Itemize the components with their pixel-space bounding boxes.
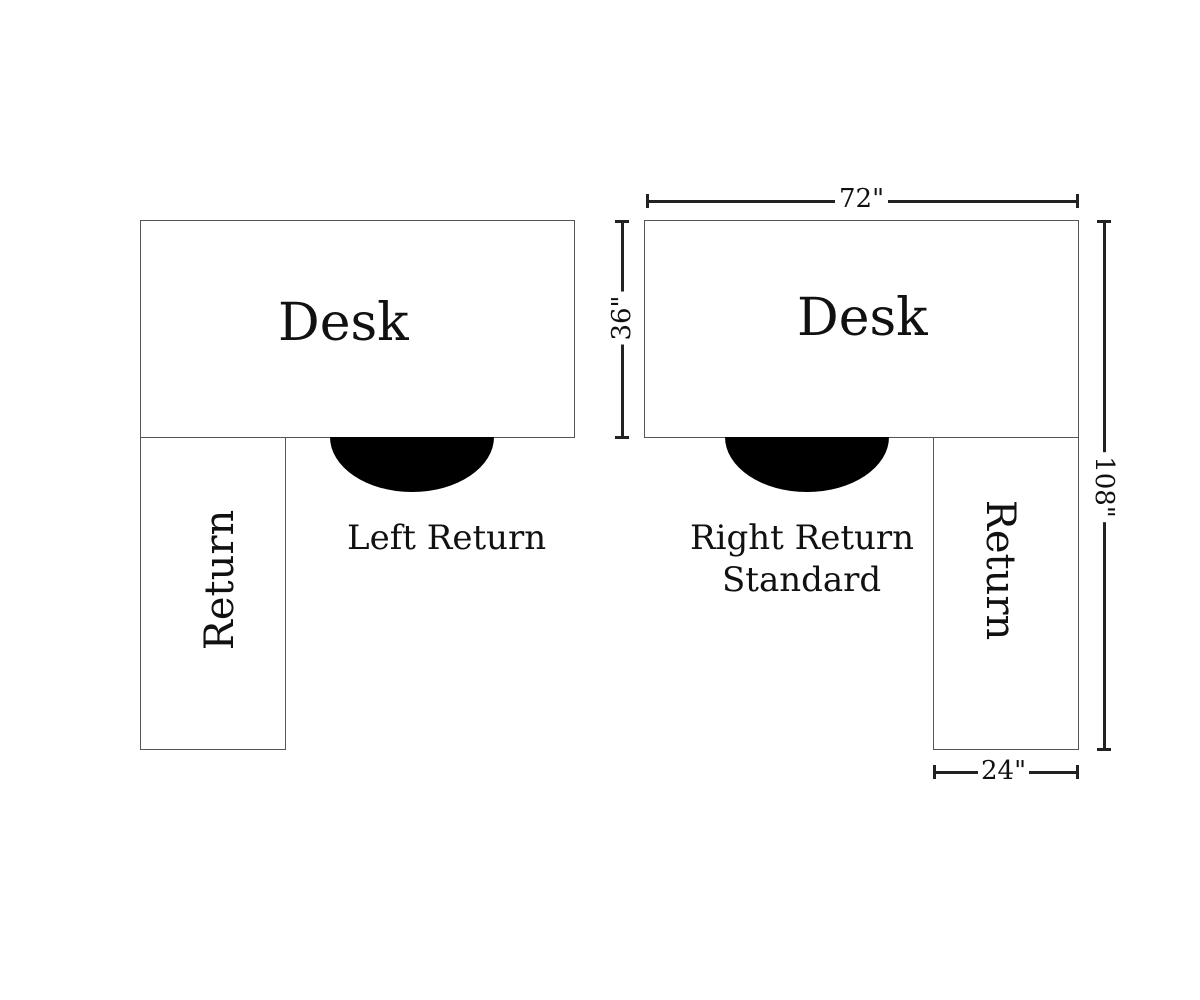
width-dimension-cap-right (1076, 194, 1079, 208)
depth-dimension-label: 36" (607, 291, 637, 345)
length-dimension-label: 108" (1089, 452, 1119, 522)
return-width-dimension-label: 24" (978, 756, 1030, 786)
left-chair-icon (330, 437, 494, 492)
right-caption-line1: Right Return (690, 518, 915, 558)
width-dimension-cap-left (646, 194, 649, 208)
width-dimension-label: 72" (835, 184, 889, 214)
length-dimension-cap-bottom (1097, 748, 1111, 751)
left-return-label: Return (197, 509, 243, 651)
left-caption: Left Return (347, 518, 547, 558)
return-width-dimension-cap-left (933, 765, 936, 779)
length-dimension-cap-top (1097, 220, 1111, 223)
depth-dimension-cap-top (615, 220, 629, 223)
right-caption-line2: Standard (722, 560, 882, 600)
left-return (140, 437, 286, 750)
right-desk (644, 220, 1079, 438)
return-width-dimension-cap-right (1076, 765, 1079, 779)
depth-dimension-cap-bottom (615, 436, 629, 439)
right-return-label: Return (977, 499, 1023, 641)
left-desk-label: Desk (278, 293, 409, 353)
right-return (933, 437, 1079, 750)
right-chair-icon (725, 437, 889, 492)
left-desk (140, 220, 575, 438)
right-desk-label: Desk (797, 288, 928, 348)
